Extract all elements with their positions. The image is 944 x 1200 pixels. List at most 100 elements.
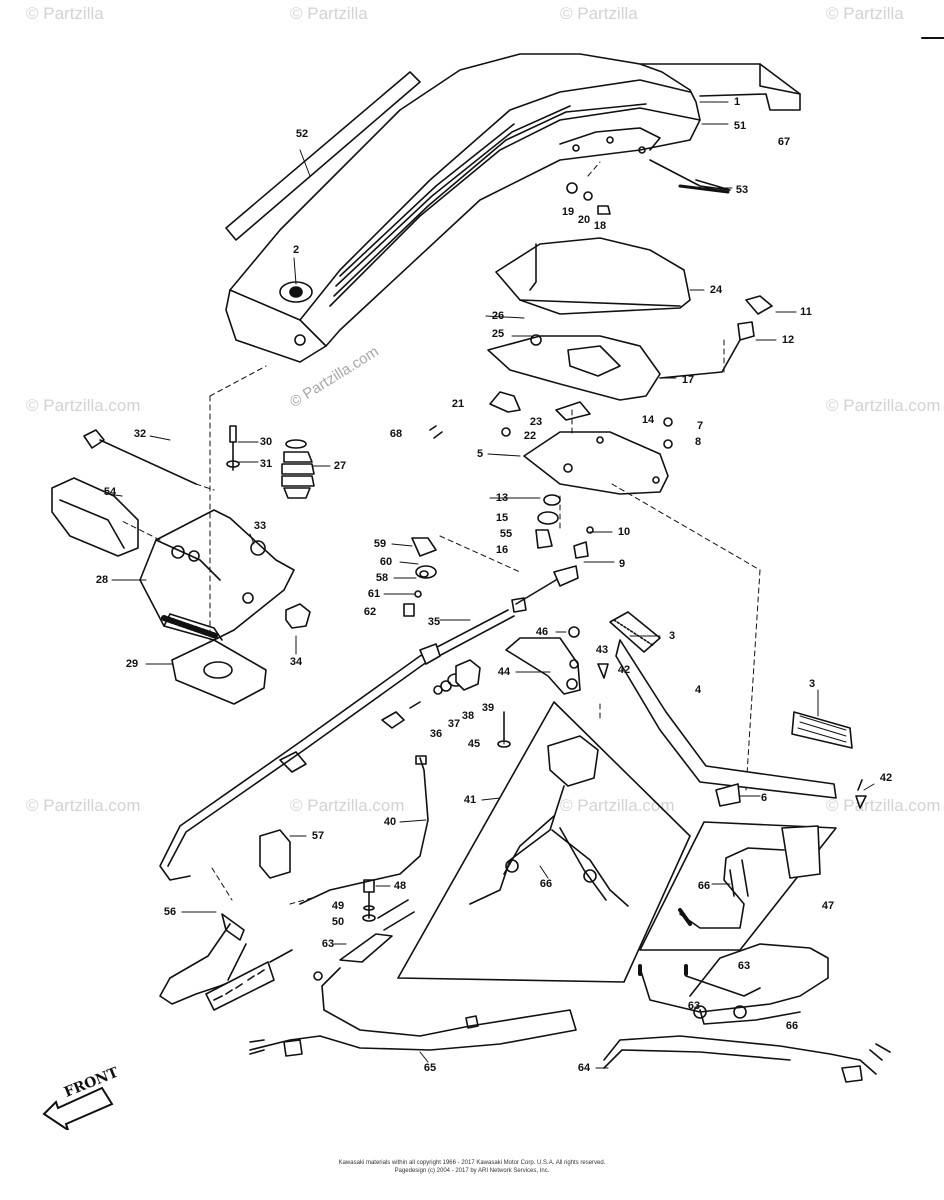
callout-12: 12 <box>781 334 795 346</box>
callout-59: 59 <box>373 538 387 550</box>
callout-11: 11 <box>800 306 812 318</box>
callout-44: 44 <box>497 666 511 678</box>
switch-box-outline-2 <box>639 821 837 951</box>
callout-43: 43 <box>595 644 609 656</box>
callout-63b: 63 <box>737 960 751 972</box>
callout-51: 51 <box>733 120 747 132</box>
callout-66b: 66 <box>697 880 711 892</box>
callout-49: 49 <box>331 900 345 912</box>
callout-64: 64 <box>577 1062 591 1074</box>
callout-20: 20 <box>577 214 591 226</box>
callout-46: 46 <box>535 626 549 638</box>
callout-26: 26 <box>491 310 505 322</box>
callout-53: 53 <box>735 184 749 196</box>
steering-bracket <box>139 509 295 641</box>
callout-66c: 66 <box>785 1020 799 1032</box>
callout-67: 67 <box>777 136 791 148</box>
callout-68: 68 <box>389 428 403 440</box>
callout-42: 42 <box>617 664 631 676</box>
callout-31: 31 <box>259 458 273 470</box>
callout-48: 48 <box>393 880 407 892</box>
callout-60: 60 <box>379 556 393 568</box>
harness-65 <box>249 899 577 1057</box>
callout-13: 13 <box>495 492 509 504</box>
callout-34: 34 <box>289 656 303 668</box>
switch-box-outline <box>397 701 691 983</box>
bellows <box>281 439 315 499</box>
callout-33: 33 <box>253 520 267 532</box>
watermark: © Partzilla <box>26 4 104 23</box>
callout-23: 23 <box>529 416 543 428</box>
callout-18: 18 <box>593 220 607 232</box>
callout-40: 40 <box>383 816 397 828</box>
watermark: © Partzilla <box>560 4 638 23</box>
watermark: © Partzilla <box>290 4 368 23</box>
callout-42b: 42 <box>879 772 893 784</box>
lever <box>505 637 581 695</box>
callout-22: 22 <box>523 430 537 442</box>
watermark: © Partzilla.com <box>826 396 941 415</box>
watermark: © Partzilla <box>826 4 904 23</box>
callout-4: 4 <box>694 684 702 696</box>
trim-strip <box>225 71 421 241</box>
callout-30: 30 <box>259 436 273 448</box>
callout-17: 17 <box>681 374 695 386</box>
watermark: © Partzilla.com <box>826 796 941 815</box>
callout-66a: 66 <box>539 878 553 890</box>
callout-10: 10 <box>617 526 631 538</box>
callout-65: 65 <box>423 1062 437 1074</box>
callout-35: 35 <box>427 616 441 628</box>
callout-41: 41 <box>463 794 477 806</box>
plate <box>523 431 669 495</box>
cable <box>299 757 429 905</box>
copyright-line: Kawasaki materials within all copyright … <box>338 1160 606 1166</box>
callout-37: 37 <box>447 718 461 730</box>
callout-9: 9 <box>618 558 626 570</box>
switch-cover <box>495 237 691 315</box>
callout-45: 45 <box>467 738 481 750</box>
callout-56: 56 <box>163 906 177 918</box>
callout-61: 61 <box>367 588 381 600</box>
base-plate <box>171 639 267 705</box>
callout-7: 7 <box>696 420 704 432</box>
callout-63c: 63 <box>687 1000 701 1012</box>
handlebar <box>609 611 837 799</box>
callout-19: 19 <box>561 206 575 218</box>
callout-54: 54 <box>103 486 117 498</box>
callout-52: 52 <box>295 128 309 140</box>
pad <box>51 477 139 557</box>
callout-24: 24 <box>709 284 723 296</box>
callout-62: 62 <box>363 606 377 618</box>
callout-50: 50 <box>331 916 345 928</box>
callout-8: 8 <box>694 436 702 448</box>
callout-28: 28 <box>95 574 109 586</box>
callout-47: 47 <box>821 900 835 912</box>
watermark: © Partzilla.com <box>560 796 675 815</box>
block <box>259 829 291 879</box>
callout-63a: 63 <box>321 938 335 950</box>
grip <box>791 711 853 749</box>
watermark: © Partzilla.com <box>26 796 141 815</box>
callout-58: 58 <box>375 572 389 584</box>
throttle-cable <box>159 565 579 881</box>
callout-14: 14 <box>641 414 655 426</box>
harness-64 <box>603 943 891 1083</box>
callout-3b: 3 <box>808 678 816 690</box>
hull-cover <box>225 53 801 363</box>
front-arrow-icon <box>42 1086 114 1130</box>
watermark: © Partzilla.com <box>26 396 141 415</box>
callout-39: 39 <box>481 702 495 714</box>
callout-32: 32 <box>133 428 147 440</box>
callout-55: 55 <box>499 528 513 540</box>
callout-36: 36 <box>429 728 443 740</box>
copyright-line: Pagedesign (c) 2004 - 2017 by ARI Networ… <box>394 1168 550 1174</box>
callout-16: 16 <box>495 544 509 556</box>
callout-29: 29 <box>125 658 139 670</box>
callout-2: 2 <box>292 244 300 256</box>
watermark: © Partzilla.com <box>290 796 405 815</box>
callout-38: 38 <box>461 710 475 722</box>
callout-6: 6 <box>760 792 768 804</box>
callout-21: 21 <box>451 398 465 410</box>
